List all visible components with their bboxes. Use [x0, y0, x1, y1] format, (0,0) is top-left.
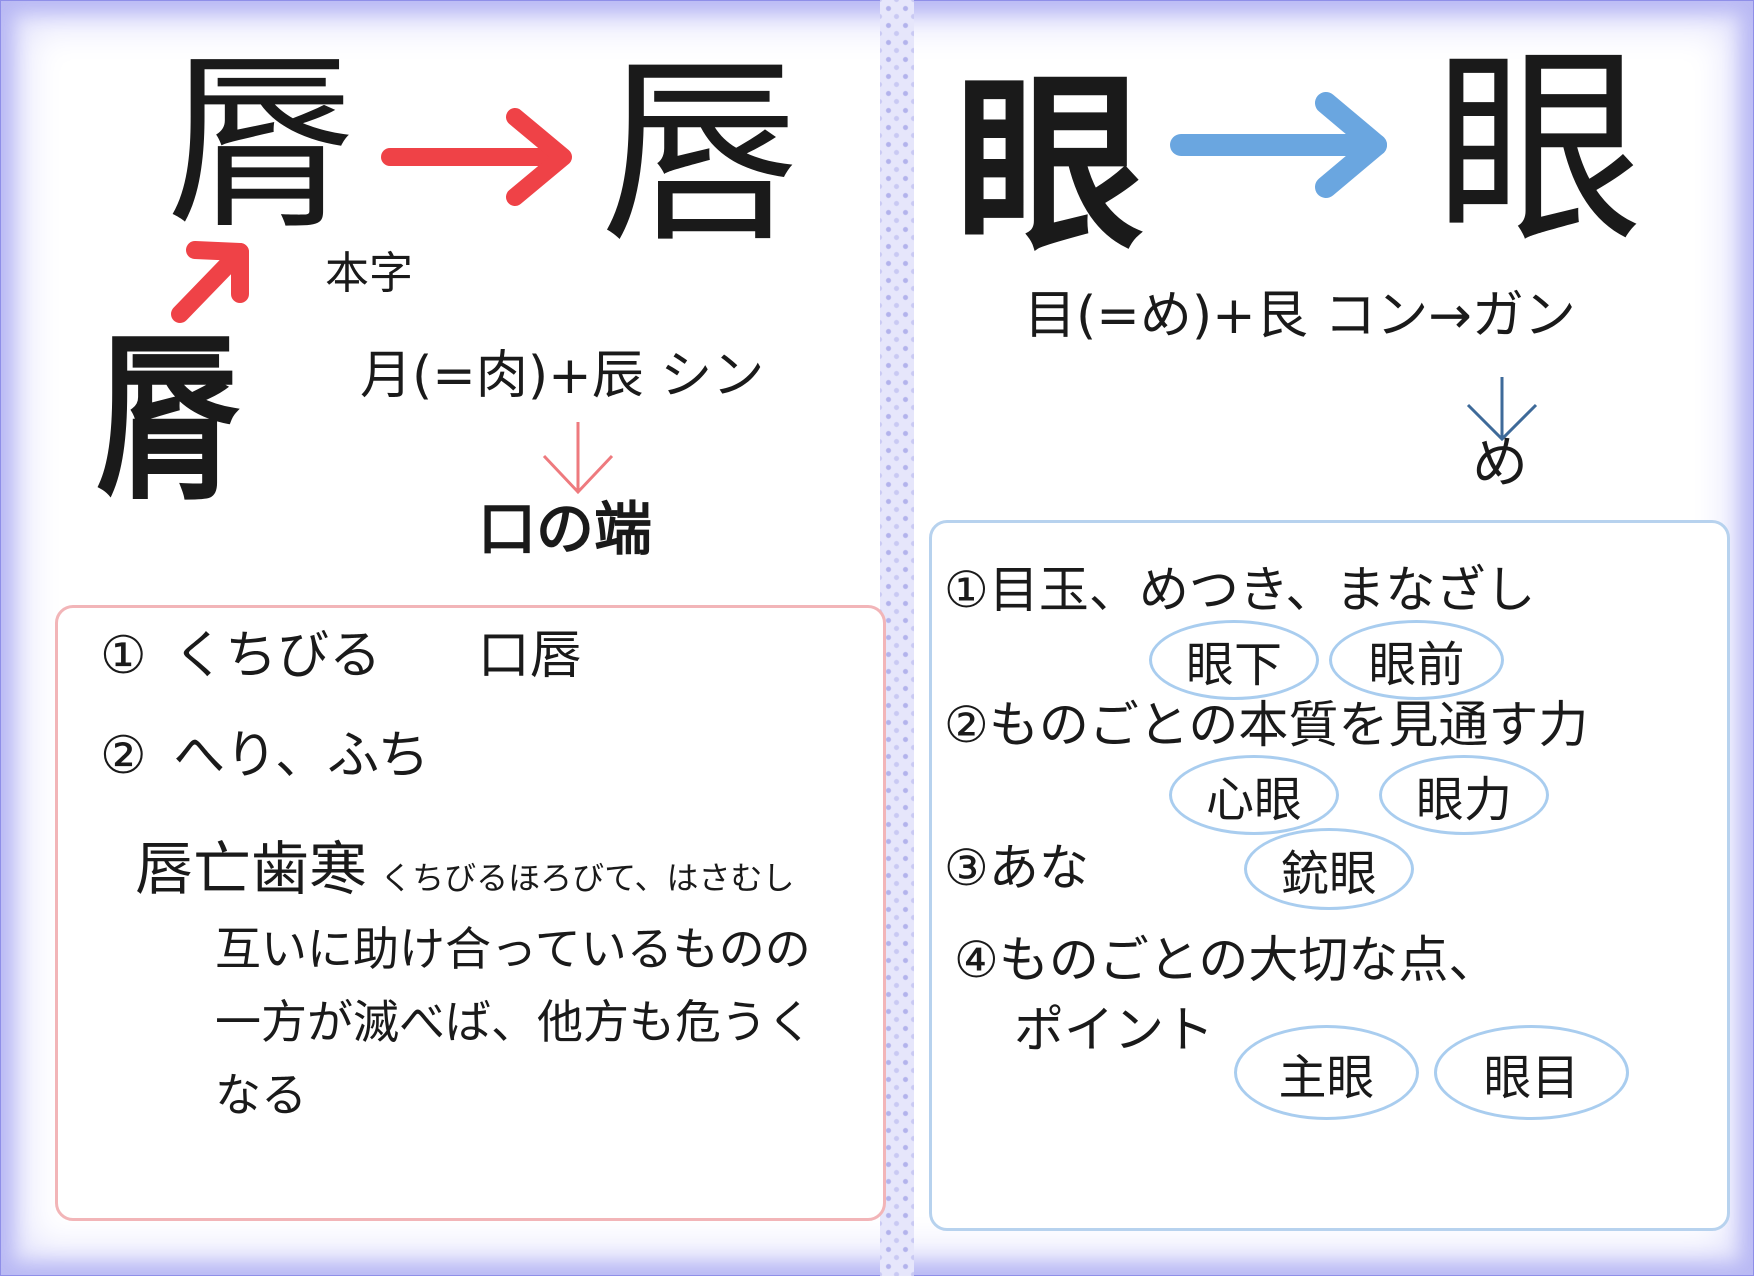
thin-red-arrow-down [542, 422, 614, 495]
right-page: 眼 眼 目(=め)+艮 コン→ガン め ①目玉、めつき、まなざし 眼下 眼前 ②… [914, 0, 1754, 1276]
example-bubble: 眼目 [1434, 1025, 1629, 1120]
composition: 目(=め)+艮 コン→ガン [1024, 286, 1576, 346]
definition-number: ④ [954, 931, 999, 989]
example-bubble: 眼前 [1329, 620, 1504, 700]
example-bubble: 眼下 [1149, 620, 1319, 700]
idiom-meaning-3: なる [215, 1068, 307, 1122]
idiom-reading: くちびるほろびて、はさむし [380, 859, 795, 897]
meaning-core: 口の端 [478, 495, 653, 563]
definition-4: ④ものごとの大切な点、 [954, 930, 1498, 990]
new-character: 眼 [1434, 27, 1645, 272]
left-page: 脣 唇 本字 脣 月(=肉)+辰 シン 口の端 ① くちびる 口唇 ② へり、ふ… [55, 34, 886, 1221]
thin-blue-arrow-down [1466, 377, 1538, 442]
old-character: 脣 [165, 34, 356, 255]
new-character: 唇 [600, 38, 801, 271]
definition-text: あな [988, 839, 1089, 897]
blue-arrow-right [1170, 92, 1387, 198]
definition-number: ② [944, 696, 989, 754]
definition-box [55, 605, 886, 1221]
red-arrow-right [381, 108, 572, 206]
example-bubble: 心眼 [1169, 755, 1339, 835]
definition-1: ①目玉、めつき、まなざし [944, 560, 1535, 620]
meaning-core: め [1472, 431, 1528, 496]
definition-number: ① [944, 561, 989, 619]
definition-example: 口唇 [477, 626, 582, 686]
definition-number: ② [100, 726, 147, 786]
definition-2: ② へり、ふち [100, 725, 430, 787]
idiom-meaning-1: 互いに助け合っているものの [215, 922, 811, 976]
idiom-line: 唇亡歯寒 くちびるほろびて、はさむし [135, 835, 795, 905]
old-character: 眼 [954, 53, 1145, 276]
definition-text: ものごとの大切な点、 [998, 931, 1499, 989]
definition-number: ① [100, 626, 147, 686]
composition: 月(=肉)+辰 シン [360, 346, 765, 406]
example-bubble: 眼力 [1379, 755, 1549, 835]
example-bubble: 銃眼 [1244, 828, 1414, 910]
definition-text: くちびる [173, 626, 382, 686]
idiom-meaning-2: 一方が滅べば、他方も危うく [215, 995, 813, 1049]
definition-3: ③あな [944, 838, 1089, 898]
definition-2: ②ものごとの本質を見通す力 [944, 695, 1588, 755]
honji-label: 本字 [325, 248, 413, 299]
example-bubble: 主眼 [1234, 1025, 1419, 1120]
idiom: 唇亡歯寒 [135, 835, 368, 903]
definition-text: へり、ふち [173, 726, 430, 786]
definition-text: ものごとの本質を見通す力 [988, 696, 1589, 754]
definition-text: 目玉、めつき、まなざし [988, 561, 1536, 619]
definition-number: ③ [944, 839, 989, 897]
definition-4-continued: ポイント [1014, 1001, 1214, 1059]
seal-character: 脣 [95, 314, 240, 525]
red-arrow-up [171, 241, 249, 323]
definition-1: ① くちびる 口唇 [100, 625, 582, 687]
